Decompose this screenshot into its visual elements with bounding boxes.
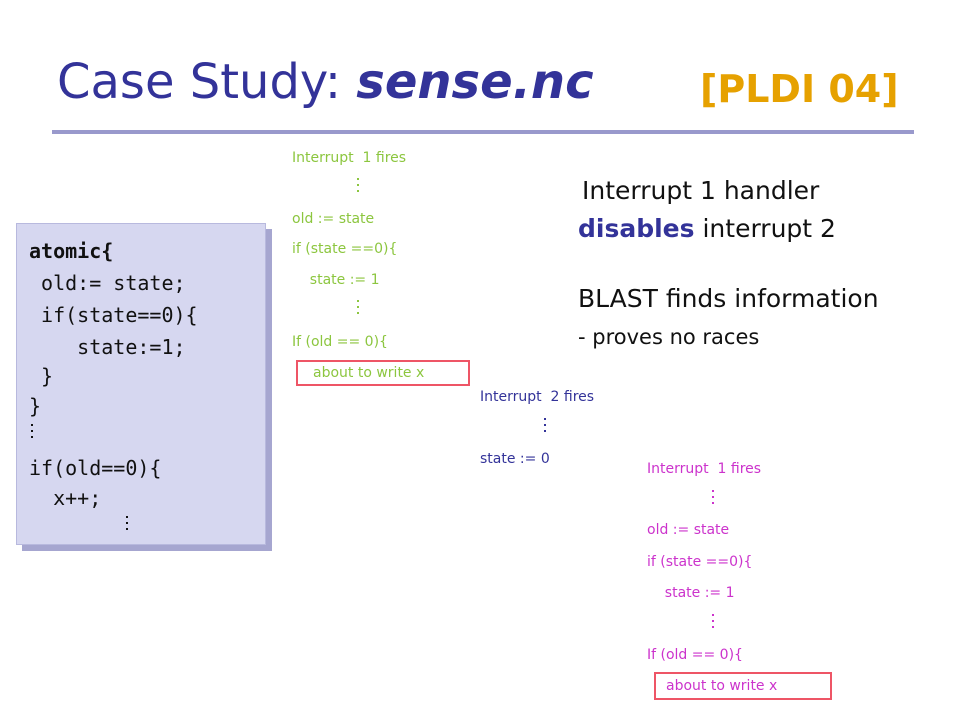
citation-label: [PLDI 04]: [700, 67, 899, 111]
code-line: atomic{: [29, 239, 114, 263]
note-handler-line2: disables interrupt 2: [578, 216, 836, 241]
note-blast-line1: BLAST finds information: [578, 284, 879, 313]
trace-3-line: if (state ==0){: [647, 554, 753, 570]
trace-2-header: Interrupt 2 fires: [480, 389, 595, 405]
code-ellipsis-icon: [126, 516, 129, 534]
title-prefix: Case Study:: [57, 54, 357, 110]
trace-1-header: Interrupt 1 fires: [292, 150, 407, 166]
slide-title: Case Study: sense.nc: [57, 58, 594, 106]
trace-ellipsis-icon: [712, 614, 715, 632]
trace-ellipsis-icon: [357, 300, 360, 318]
trace-1-line: old := state: [292, 211, 375, 227]
trace-ellipsis-icon: [357, 178, 360, 196]
code-box: [16, 223, 266, 545]
code-ellipsis-icon: [31, 424, 34, 442]
title-filename: sense.nc: [356, 54, 594, 110]
trace-3-highlight-box: [654, 672, 832, 700]
note-handler-line1: Interrupt 1 handler: [582, 176, 820, 205]
code-line: }: [29, 394, 42, 418]
code-line: if(state==0){: [29, 303, 198, 327]
note-handler-rest: interrupt 2: [694, 214, 836, 243]
trace-ellipsis-icon: [712, 490, 715, 508]
note-blast-line2: - proves no races: [578, 325, 760, 349]
trace-1-highlight-text: about to write x: [313, 365, 425, 381]
trace-3-header: Interrupt 1 fires: [647, 461, 762, 477]
title-divider: [52, 130, 914, 134]
code-line: }: [29, 364, 54, 388]
trace-ellipsis-icon: [544, 418, 547, 436]
trace-1-line: state := 1: [292, 272, 380, 288]
trace-3-line: If (old == 0){: [647, 647, 743, 663]
note-handler-emphasis: disables: [578, 214, 695, 243]
code-line: x++;: [29, 486, 102, 510]
trace-3-line: state := 1: [647, 585, 735, 601]
trace-1-highlight-box: [296, 360, 470, 386]
trace-3-line: old := state: [647, 522, 730, 538]
trace-1-line: If (old == 0){: [292, 334, 388, 350]
code-line: state:=1;: [29, 335, 186, 359]
code-line: if(old==0){: [29, 456, 162, 480]
trace-2-line: state := 0: [480, 451, 550, 467]
code-line: old:= state;: [29, 271, 186, 295]
trace-1-line: if (state ==0){: [292, 241, 398, 257]
trace-3-highlight-text: about to write x: [666, 678, 778, 694]
